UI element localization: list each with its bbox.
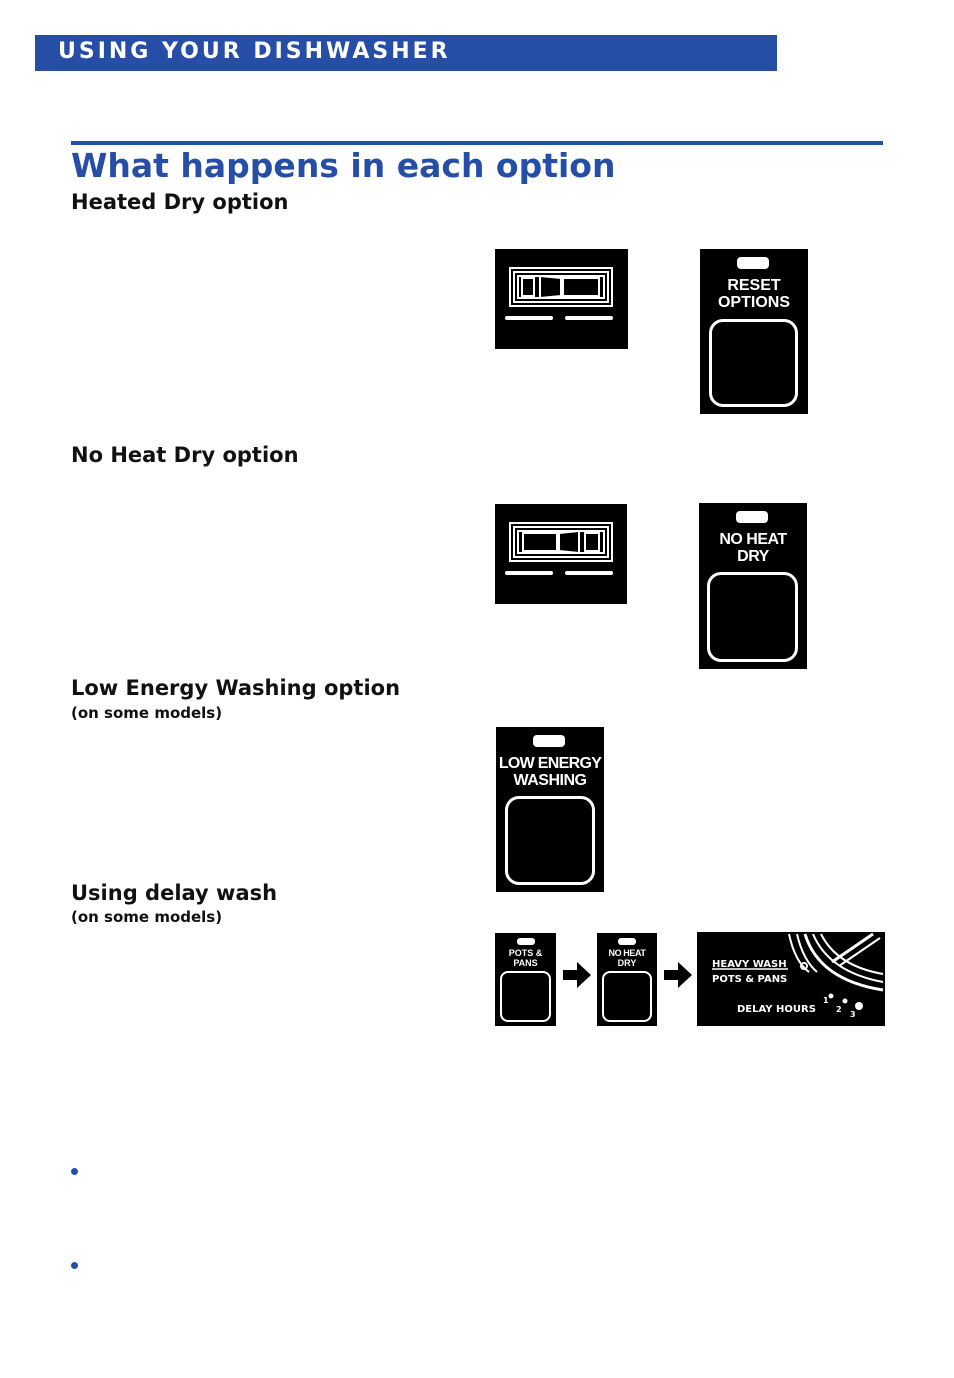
reset-options-button[interactable] (709, 319, 798, 407)
page-title: What happens in each option (71, 146, 616, 185)
no-heat-dry-label-1: NO HEAT (719, 531, 787, 548)
heated-dry-selector-panel (495, 249, 628, 349)
low-energy-button[interactable] (505, 796, 595, 885)
title-rule (71, 141, 883, 145)
pots-pans-label-1: POTS & (508, 948, 543, 958)
arrow-right-icon (664, 962, 692, 992)
delay-no-heat-label-1: NO HEAT (608, 948, 646, 958)
heading-heated-dry: Heated Dry option (71, 190, 289, 214)
delay-no-heat-dry-panel: NO HEAT DRY (597, 933, 657, 1026)
arrow-right-icon (563, 962, 591, 992)
low-energy-indicator (533, 735, 565, 747)
pots-pans-button[interactable] (500, 971, 551, 1022)
dial-icon (712, 932, 884, 1010)
heading-delay-wash: Using delay wash (71, 881, 278, 905)
no-heat-dry-panel: NO HEAT DRY (699, 503, 807, 669)
heading-no-heat-dry: No Heat Dry option (71, 443, 299, 467)
low-energy-label-1: LOW ENERGY (498, 755, 602, 772)
no-heat-dry-indicator (736, 511, 768, 523)
delay-hours-dial-panel: HEAVY WASH POTS & PANS DELAY HOURS 1 2 3 (697, 932, 885, 1026)
reset-options-label-1: RESET (727, 277, 781, 294)
dial-hour-1: 1 (823, 996, 829, 1005)
dial-label-pots-pans: POTS & PANS (712, 974, 788, 985)
no-heat-dry-selector-icon (505, 522, 613, 575)
pots-pans-indicator (517, 938, 535, 945)
delay-pots-pans-panel: POTS & PANS (495, 933, 556, 1026)
delay-no-heat-indicator (618, 938, 636, 945)
delay-no-heat-label-2: DRY (617, 958, 637, 968)
note-delay-wash: (on some models) (71, 908, 223, 926)
reset-options-panel: RESET OPTIONS (700, 249, 808, 414)
section-header-bar (35, 35, 777, 71)
bullet-1 (71, 1168, 78, 1175)
note-low-energy: (on some models) (71, 704, 223, 722)
section-header-title: USING YOUR DISHWASHER (58, 39, 451, 64)
no-heat-dry-button[interactable] (707, 572, 798, 662)
dial-hour-3: 3 (850, 1010, 856, 1019)
heated-dry-selector-icon (505, 267, 613, 320)
bullet-2 (71, 1262, 78, 1269)
dial-hour-2: 2 (836, 1005, 842, 1014)
delay-no-heat-button[interactable] (602, 971, 652, 1022)
heading-low-energy: Low Energy Washing option (71, 676, 401, 700)
no-heat-dry-label-2: DRY (737, 548, 769, 565)
no-heat-dry-selector-panel (495, 504, 627, 604)
low-energy-panel: LOW ENERGY WASHING (496, 727, 604, 892)
pots-pans-label-2: PANS (513, 958, 538, 968)
dial-label-delay-hours: DELAY HOURS (737, 1004, 816, 1015)
reset-options-label-2: OPTIONS (717, 294, 790, 311)
reset-options-indicator (737, 257, 769, 269)
dial-label-heavy-wash: HEAVY WASH (712, 959, 787, 970)
low-energy-label-2: WASHING (513, 772, 587, 789)
